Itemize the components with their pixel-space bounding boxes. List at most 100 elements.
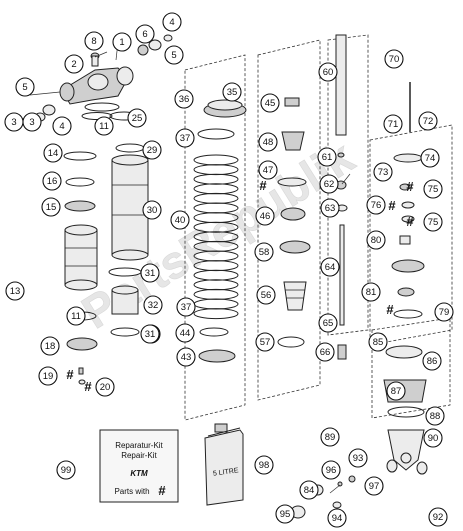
callout-46-ring: [255, 206, 275, 226]
callout-6: 6: [135, 24, 155, 44]
callout-64: 64: [320, 257, 340, 277]
callout-40-ring: [170, 210, 190, 230]
callout-36-ring: [174, 89, 194, 109]
callout-85-ring: [368, 332, 388, 352]
callout-5-number: 5: [22, 82, 27, 93]
callout-95: 95: [275, 504, 295, 524]
callout-5-repeat-ring: [164, 45, 184, 65]
callout-43-ring: [176, 347, 196, 367]
repair-kit-line2: Repair-Kit: [121, 451, 157, 460]
callout-30-number: 30: [147, 205, 158, 216]
callout-75: 75: [423, 212, 443, 232]
callout-92: 92: [428, 507, 448, 527]
spring-retainer-bottom: [198, 327, 236, 363]
callout-2-number: 2: [71, 59, 76, 70]
callout-65-number: 65: [323, 318, 334, 329]
hash-mark: #: [84, 379, 92, 394]
callout-64-number: 64: [325, 262, 336, 273]
callout-57-number: 57: [260, 337, 271, 348]
callout-31: 31: [140, 263, 160, 283]
callout-88-number: 88: [430, 411, 441, 422]
right-valve-stack: [391, 82, 425, 319]
callout-76-number: 76: [371, 200, 382, 211]
callout-65-ring: [318, 313, 338, 333]
callout-4-repeat-number: 4: [169, 17, 174, 28]
spring-coil: [193, 173, 239, 185]
callout-3-repeat-ring: [22, 112, 42, 132]
callout-1-ring: [112, 32, 132, 52]
callout-72: 72: [418, 111, 438, 131]
callout-63-number: 63: [325, 203, 336, 214]
callout-99-ring: [56, 460, 76, 480]
callout-89-number: 89: [325, 432, 336, 443]
callout-58-ring: [254, 242, 274, 262]
callout-1-number: 1: [119, 37, 124, 48]
callout-66: 66: [315, 342, 335, 362]
callout-48-number: 48: [263, 137, 274, 148]
callout-87-number: 87: [391, 386, 402, 397]
callout-86: 86: [422, 351, 442, 371]
callout-65: 65: [318, 313, 338, 333]
callout-44-number: 44: [180, 328, 191, 339]
callout-37-repeat: 37: [176, 297, 196, 317]
callout-90-number: 90: [428, 433, 439, 444]
callout-99: 99: [56, 460, 76, 480]
callout-15-number: 15: [46, 202, 57, 213]
callout-29: 29: [142, 140, 162, 160]
callout-5-repeat: 5: [164, 45, 184, 65]
callout-19-ring: [38, 366, 58, 386]
callout-40: 40: [170, 210, 190, 230]
spring-coil: [193, 279, 239, 291]
callout-92-ring: [428, 507, 448, 527]
callout-37-ring: [175, 128, 195, 148]
callout-71-number: 71: [388, 119, 399, 130]
callout-97-number: 97: [369, 481, 380, 492]
callout-47: 47: [258, 160, 278, 180]
repair-kit-box: Reparatur-Kit Repair-Kit KTM Parts with …: [99, 429, 179, 503]
callout-74-ring: [420, 148, 440, 168]
callout-4-repeat-ring: [162, 12, 182, 32]
callout-63-ring: [320, 198, 340, 218]
callout-37-repeat-number: 37: [181, 302, 192, 313]
callout-84-number: 84: [304, 485, 315, 496]
callout-29-number: 29: [147, 145, 158, 156]
repair-kit-line1: Reparatur-Kit: [115, 441, 163, 450]
callout-94-ring: [327, 508, 347, 528]
piston-rod-parts: [277, 97, 311, 348]
callout-60-ring: [318, 62, 338, 82]
callout-2-ring: [64, 54, 84, 74]
callout-96: 96: [321, 460, 341, 480]
spring-coil: [193, 154, 239, 166]
callout-6-number: 6: [142, 29, 147, 40]
hash-marks: #######: [66, 178, 414, 394]
callout-48: 48: [258, 132, 278, 152]
callout-6-ring: [135, 24, 155, 44]
callout-4: 4: [52, 116, 72, 136]
callouts: 1234568111314151618192025293031323335363…: [4, 12, 454, 528]
hash-mark: #: [259, 178, 267, 193]
callout-16-number: 16: [47, 176, 58, 187]
callout-80-number: 80: [371, 235, 382, 246]
callout-63: 63: [320, 198, 340, 218]
callout-14-number: 14: [48, 148, 59, 159]
callout-11-repeat-number: 11: [71, 311, 81, 322]
callout-47-ring: [258, 160, 278, 180]
callout-71-ring: [383, 114, 403, 134]
callout-4-repeat: 4: [162, 12, 182, 32]
callout-70: 70: [384, 49, 404, 69]
callout-75-repeat-ring: [423, 179, 443, 199]
callout-72-ring: [418, 111, 438, 131]
callout-92-number: 92: [433, 512, 444, 523]
callout-30: 30: [142, 200, 162, 220]
callout-44-ring: [175, 323, 195, 343]
callout-14-ring: [43, 143, 63, 163]
callout-79-ring: [434, 302, 454, 322]
callout-37: 37: [175, 128, 195, 148]
callout-98-number: 98: [259, 460, 270, 471]
callout-18-ring: [40, 336, 60, 356]
callout-56: 56: [256, 285, 276, 305]
callout-85: 85: [368, 332, 388, 352]
callout-93-number: 93: [353, 453, 364, 464]
callout-13-number: 13: [10, 286, 21, 297]
callout-29-ring: [142, 140, 162, 160]
